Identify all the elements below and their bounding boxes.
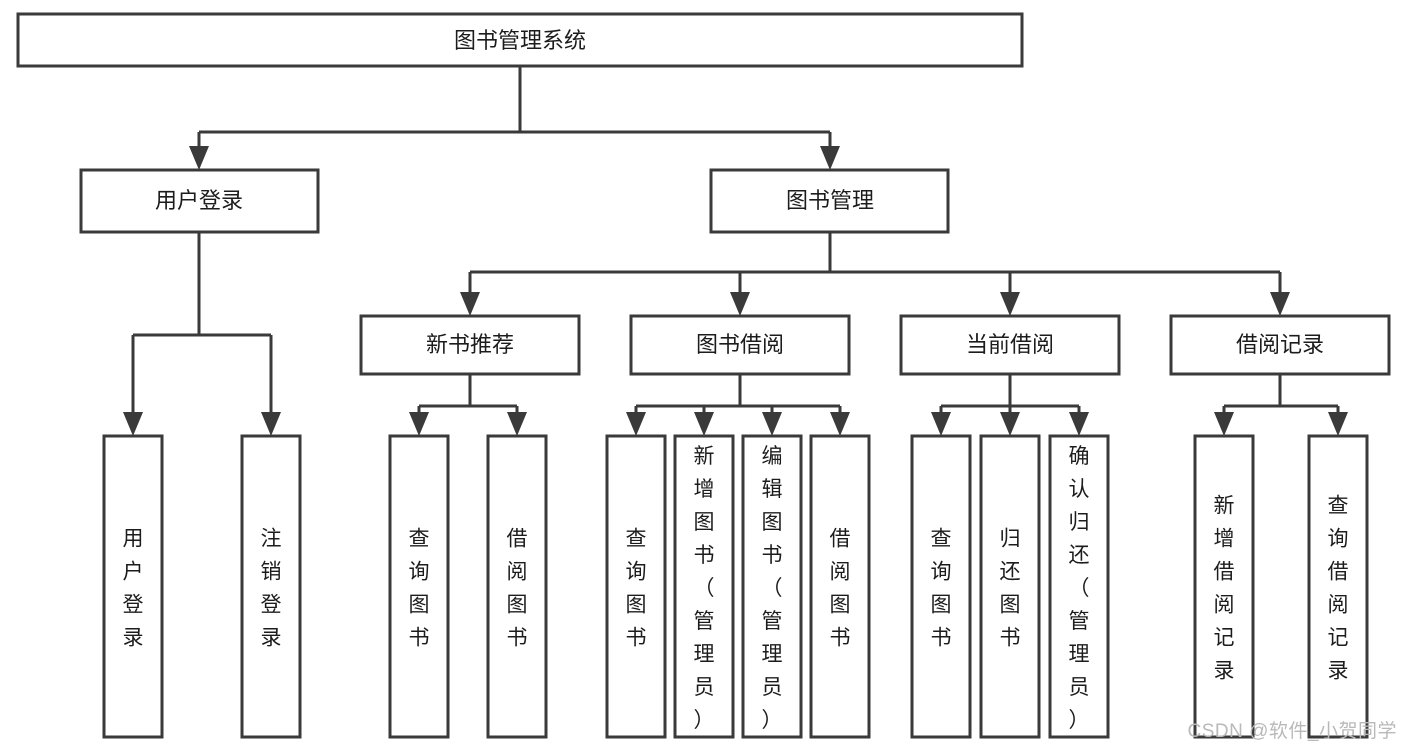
node-borrow-record-label: 借阅记录 bbox=[1236, 332, 1324, 357]
arrowhead-leaf-current-borrow-3 bbox=[1069, 412, 1089, 436]
leaf-node-borrow-edit-book-label: 编辑图书（管理员） bbox=[762, 445, 783, 732]
leaf-node-record-add-box[interactable] bbox=[1193, 434, 1255, 739]
arrowhead-leaf-book-borrow-3 bbox=[762, 412, 782, 436]
leaf-node-current-confirm-return-box[interactable] bbox=[1048, 434, 1110, 739]
leaf-node-current-query[interactable]: 查询图书 bbox=[910, 434, 972, 739]
leaf-node-record-add[interactable]: 新增借阅记录 bbox=[1193, 434, 1255, 739]
leaf-node-current-confirm-return[interactable]: 确认归还（管理员） bbox=[1048, 434, 1110, 739]
node-borrow-record-box[interactable] bbox=[1169, 314, 1391, 376]
leaf-node-new-book-query-box[interactable] bbox=[388, 434, 450, 739]
node-book-management-label: 图书管理 bbox=[786, 188, 874, 213]
leaf-node-current-return-label: 归还图书 bbox=[1000, 528, 1021, 650]
leaf-node-current-confirm-return-label: 确认归还（管理员） bbox=[1069, 445, 1090, 732]
leaf-node-borrow-borrow-book[interactable]: 借阅图书 bbox=[809, 434, 871, 739]
arrowhead-leaf-current-borrow-1 bbox=[931, 412, 951, 436]
leaf-node-user-login-logout-box[interactable] bbox=[240, 434, 302, 739]
leaf-node-borrow-query-box[interactable] bbox=[605, 434, 667, 739]
arrowhead-leaf-borrow-record-2 bbox=[1328, 412, 1348, 436]
node-current-borrow-label: 当前借阅 bbox=[966, 332, 1054, 357]
arrowhead-book-borrow bbox=[730, 292, 750, 316]
node-current-borrow[interactable]: 当前借阅 bbox=[899, 314, 1121, 376]
leaf-node-user-login-logout[interactable]: 注销登录 bbox=[240, 434, 302, 739]
arrowhead-leaf-user-login-2 bbox=[261, 412, 281, 436]
leaf-node-user-login-login[interactable]: 用户登录 bbox=[102, 434, 164, 739]
arrowhead-borrow-record bbox=[1270, 292, 1290, 316]
node-new-book-recommend-box[interactable] bbox=[359, 314, 581, 376]
leaf-node-record-query[interactable]: 查询借阅记录 bbox=[1307, 434, 1369, 739]
leaf-node-current-query-box[interactable] bbox=[910, 434, 972, 739]
leaf-node-record-query-box[interactable] bbox=[1307, 434, 1369, 739]
node-borrow-record[interactable]: 借阅记录 bbox=[1169, 314, 1391, 376]
node-root-system[interactable]: 图书管理系统 bbox=[16, 12, 1024, 68]
leaf-node-current-return[interactable]: 归还图书 bbox=[979, 434, 1041, 739]
leaf-node-new-book-query[interactable]: 查询图书 bbox=[388, 434, 450, 739]
leaf-node-borrow-borrow-book-label: 借阅图书 bbox=[830, 528, 851, 650]
leaf-node-borrow-add-book-label: 新增图书（管理员） bbox=[694, 445, 715, 732]
node-current-borrow-box[interactable] bbox=[899, 314, 1121, 376]
leaf-node-borrow-add-book[interactable]: 新增图书（管理员） bbox=[673, 434, 735, 739]
connector-group bbox=[123, 66, 1348, 436]
arrowhead-current-borrow bbox=[1000, 292, 1020, 316]
leaf-node-borrow-add-book-box[interactable] bbox=[673, 434, 735, 739]
node-user-login[interactable]: 用户登录 bbox=[79, 168, 320, 234]
arrowhead-leaf-book-borrow-1 bbox=[626, 412, 646, 436]
node-book-management[interactable]: 图书管理 bbox=[709, 168, 950, 234]
leaf-node-borrow-edit-book[interactable]: 编辑图书（管理员） bbox=[741, 434, 803, 739]
leaf-node-record-query-label: 查询借阅记录 bbox=[1328, 495, 1349, 683]
node-root-system-label: 图书管理系统 bbox=[454, 28, 586, 53]
arrowhead-leaf-new-book-1 bbox=[409, 412, 429, 436]
node-root-system-box[interactable] bbox=[16, 12, 1024, 68]
arrowhead-leaf-new-book-2 bbox=[507, 412, 527, 436]
leaf-node-borrow-edit-book-box[interactable] bbox=[741, 434, 803, 739]
arrowhead-new-book bbox=[460, 292, 480, 316]
node-book-management-box[interactable] bbox=[709, 168, 950, 234]
leaf-node-user-login-login-box[interactable] bbox=[102, 434, 164, 739]
arrowhead-leaf-current-borrow-2 bbox=[1000, 412, 1020, 436]
node-book-borrow[interactable]: 图书借阅 bbox=[629, 314, 851, 376]
node-book-borrow-box[interactable] bbox=[629, 314, 851, 376]
leaf-node-borrow-query-label: 查询图书 bbox=[626, 528, 647, 650]
leaf-node-new-book-query-label: 查询图书 bbox=[409, 528, 430, 650]
leaf-node-user-login-login-label: 用户登录 bbox=[123, 528, 144, 650]
arrowhead-book-mgmt bbox=[820, 146, 840, 170]
leaf-node-borrow-borrow-book-box[interactable] bbox=[809, 434, 871, 739]
node-user-login-label: 用户登录 bbox=[155, 188, 243, 213]
arrowhead-leaf-borrow-record-1 bbox=[1214, 412, 1234, 436]
leaf-node-new-book-borrow-label: 借阅图书 bbox=[507, 528, 528, 650]
arrowhead-leaf-user-login-1 bbox=[123, 412, 143, 436]
arrowhead-leaf-book-borrow-2 bbox=[694, 412, 714, 436]
arrowhead-leaf-book-borrow-4 bbox=[830, 412, 850, 436]
leaf-node-current-return-box[interactable] bbox=[979, 434, 1041, 739]
node-book-borrow-label: 图书借阅 bbox=[696, 332, 784, 357]
leaf-node-borrow-query[interactable]: 查询图书 bbox=[605, 434, 667, 739]
node-new-book-recommend[interactable]: 新书推荐 bbox=[359, 314, 581, 376]
arrowhead-user-login bbox=[189, 146, 209, 170]
node-user-login-box[interactable] bbox=[79, 168, 320, 234]
leaf-node-new-book-borrow[interactable]: 借阅图书 bbox=[486, 434, 548, 739]
leaf-node-current-query-label: 查询图书 bbox=[931, 528, 952, 650]
leaf-node-new-book-borrow-box[interactable] bbox=[486, 434, 548, 739]
leaf-node-user-login-logout-label: 注销登录 bbox=[261, 528, 282, 650]
node-new-book-recommend-label: 新书推荐 bbox=[426, 332, 514, 357]
leaf-node-record-add-label: 新增借阅记录 bbox=[1214, 495, 1235, 683]
